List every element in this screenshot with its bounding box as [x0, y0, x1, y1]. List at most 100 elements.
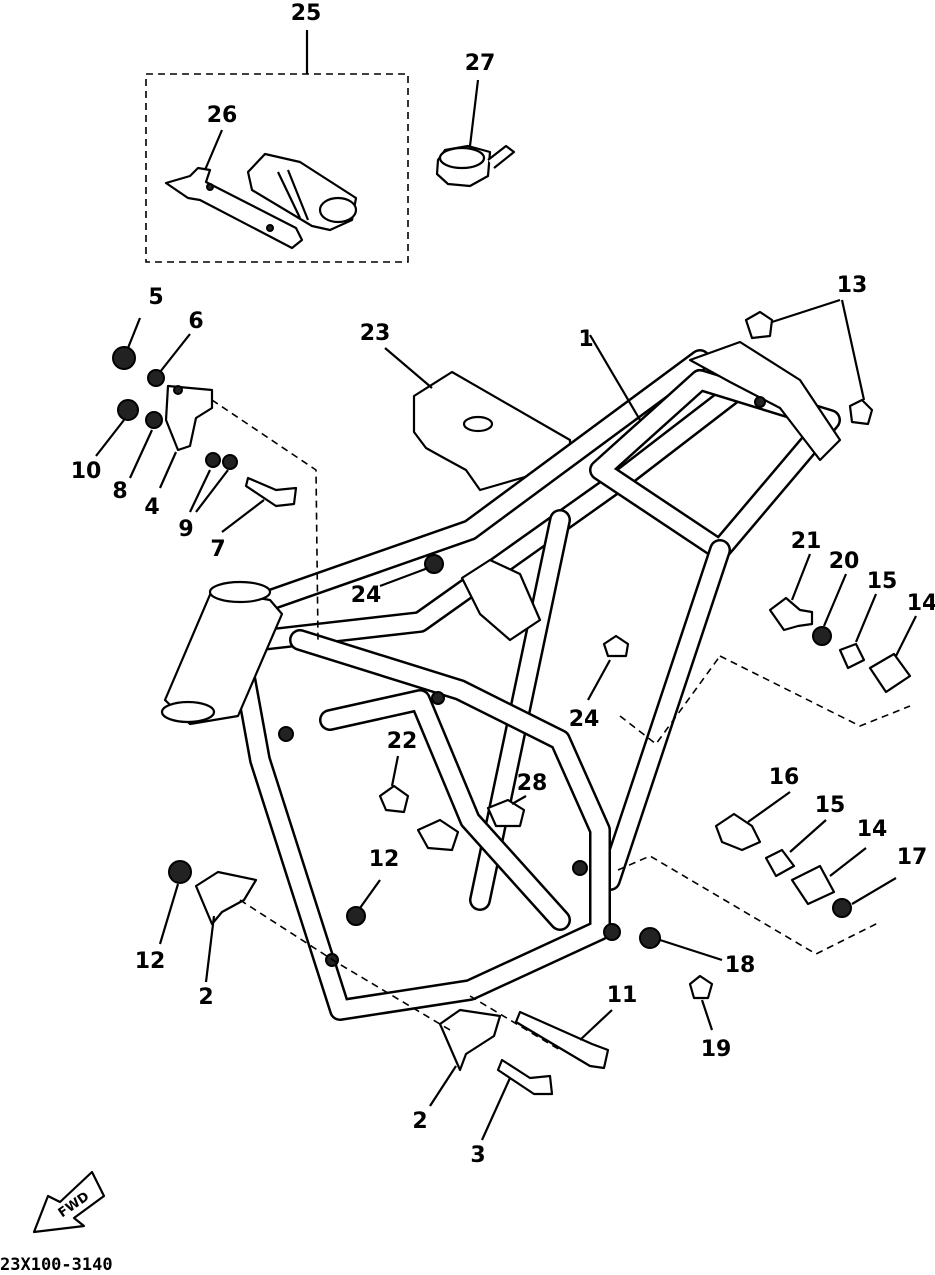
callout-12b: 12 — [369, 847, 400, 872]
callout-23: 23 — [360, 321, 391, 346]
part-7-bolt — [244, 476, 298, 508]
frame-cradle-inner — [321, 691, 569, 929]
leader-27 — [468, 79, 480, 147]
callout-2a: 2 — [198, 985, 213, 1010]
part-2-bracket-a — [194, 870, 258, 926]
tool-kit-group — [145, 30, 409, 263]
callout-14b: 14 — [857, 817, 888, 842]
callout-12a: 12 — [135, 949, 166, 974]
callout-21: 21 — [791, 529, 822, 554]
bracket-dash-line — [211, 399, 319, 641]
part-14-bush — [868, 652, 912, 694]
leader-12b — [359, 879, 381, 909]
leader-21 — [790, 553, 812, 601]
frame-boss — [278, 726, 294, 742]
part-18-nut — [639, 927, 661, 949]
frame-boss — [603, 923, 621, 941]
leader-22 — [390, 755, 400, 787]
fwd-arrow: FWD — [32, 1170, 106, 1234]
callout-28: 28 — [517, 771, 548, 796]
part-13-b — [848, 398, 874, 426]
leader-9a — [189, 469, 211, 513]
frame-rear-stay-inner — [601, 541, 729, 889]
part-14-bush-lower — [790, 864, 836, 906]
callout-3: 3 — [470, 1143, 485, 1168]
upper-mount-cluster — [619, 553, 917, 746]
leader-14b — [829, 847, 867, 877]
engine-mount-cluster — [158, 860, 613, 1141]
leader-12a — [158, 883, 180, 945]
leader-28 — [511, 795, 527, 805]
frame-boss — [572, 860, 588, 876]
leader-20 — [822, 573, 848, 627]
part-11-bolt — [514, 1010, 610, 1070]
leader-11 — [579, 1009, 613, 1041]
part-27-group — [435, 79, 516, 188]
leader-26 — [203, 129, 224, 171]
leader-1 — [589, 334, 641, 421]
callout-11: 11 — [607, 983, 638, 1008]
leader-24b — [587, 659, 611, 701]
part-6-washer — [147, 369, 165, 387]
callout-27: 27 — [465, 51, 496, 76]
callout-20: 20 — [829, 549, 860, 574]
callout-8: 8 — [112, 479, 127, 504]
part-23-hole — [462, 415, 494, 433]
leader-13b — [840, 299, 866, 401]
upper-mount-dash — [619, 655, 911, 746]
part-9-washer-a — [205, 452, 221, 468]
socket-end — [318, 196, 358, 224]
frame-boss — [431, 691, 445, 705]
callout-17: 17 — [897, 845, 928, 870]
leader-16 — [747, 791, 791, 823]
bracket-hole — [173, 385, 183, 395]
socket-band — [277, 171, 301, 219]
part-8-washer — [145, 411, 163, 429]
rear-fender-mount — [688, 340, 842, 462]
part-13-group — [744, 298, 874, 426]
wrench-hole — [266, 224, 274, 232]
callout-labels: 25 27 26 13 5 6 23 1 10 8 4 9 7 21 20 15… — [71, 1, 935, 1168]
tool-kit-dashed-box — [145, 73, 409, 263]
callout-15b: 15 — [815, 793, 846, 818]
upper-bracket-cluster — [95, 317, 319, 641]
part-17-nut — [832, 898, 852, 918]
frame-boss — [754, 396, 766, 408]
part-22 — [378, 784, 410, 814]
callout-1: 1 — [578, 327, 593, 352]
frame-gusset — [460, 558, 542, 642]
callout-15a: 15 — [867, 569, 898, 594]
main-frame — [160, 334, 842, 1021]
callout-6: 6 — [188, 309, 203, 334]
part-15-collar-lower — [764, 848, 796, 878]
leader-7 — [221, 499, 265, 533]
steering-head-top — [208, 580, 272, 604]
part-20-washer — [812, 626, 832, 646]
part-9-washer-b — [222, 454, 238, 470]
callout-19: 19 — [701, 1037, 732, 1062]
callout-7: 7 — [210, 537, 225, 562]
callout-13: 13 — [837, 273, 868, 298]
callout-18: 18 — [725, 953, 756, 978]
frame-tube-top-inner — [261, 351, 709, 609]
callout-5: 5 — [148, 285, 163, 310]
lower-mount-cluster — [617, 791, 897, 1031]
leader-8 — [129, 429, 153, 479]
leader-3 — [480, 1077, 512, 1141]
part-3-bolt — [496, 1058, 554, 1096]
part-24-b — [602, 634, 630, 658]
callout-24b: 24 — [569, 707, 600, 732]
leader-10 — [95, 419, 125, 457]
callout-2b: 2 — [412, 1109, 427, 1134]
part-24-a — [424, 554, 444, 574]
part-12-nut-b — [346, 906, 366, 926]
leader-15a — [854, 593, 878, 643]
part-16-bolt — [714, 812, 762, 852]
part-23-group — [384, 347, 572, 492]
part-13-a — [744, 310, 774, 340]
callout-26: 26 — [207, 103, 238, 128]
frame-seat-loop-inner — [591, 371, 839, 559]
lower-mount-dash — [617, 855, 881, 955]
leader-23 — [384, 347, 433, 389]
callout-9: 9 — [178, 517, 193, 542]
